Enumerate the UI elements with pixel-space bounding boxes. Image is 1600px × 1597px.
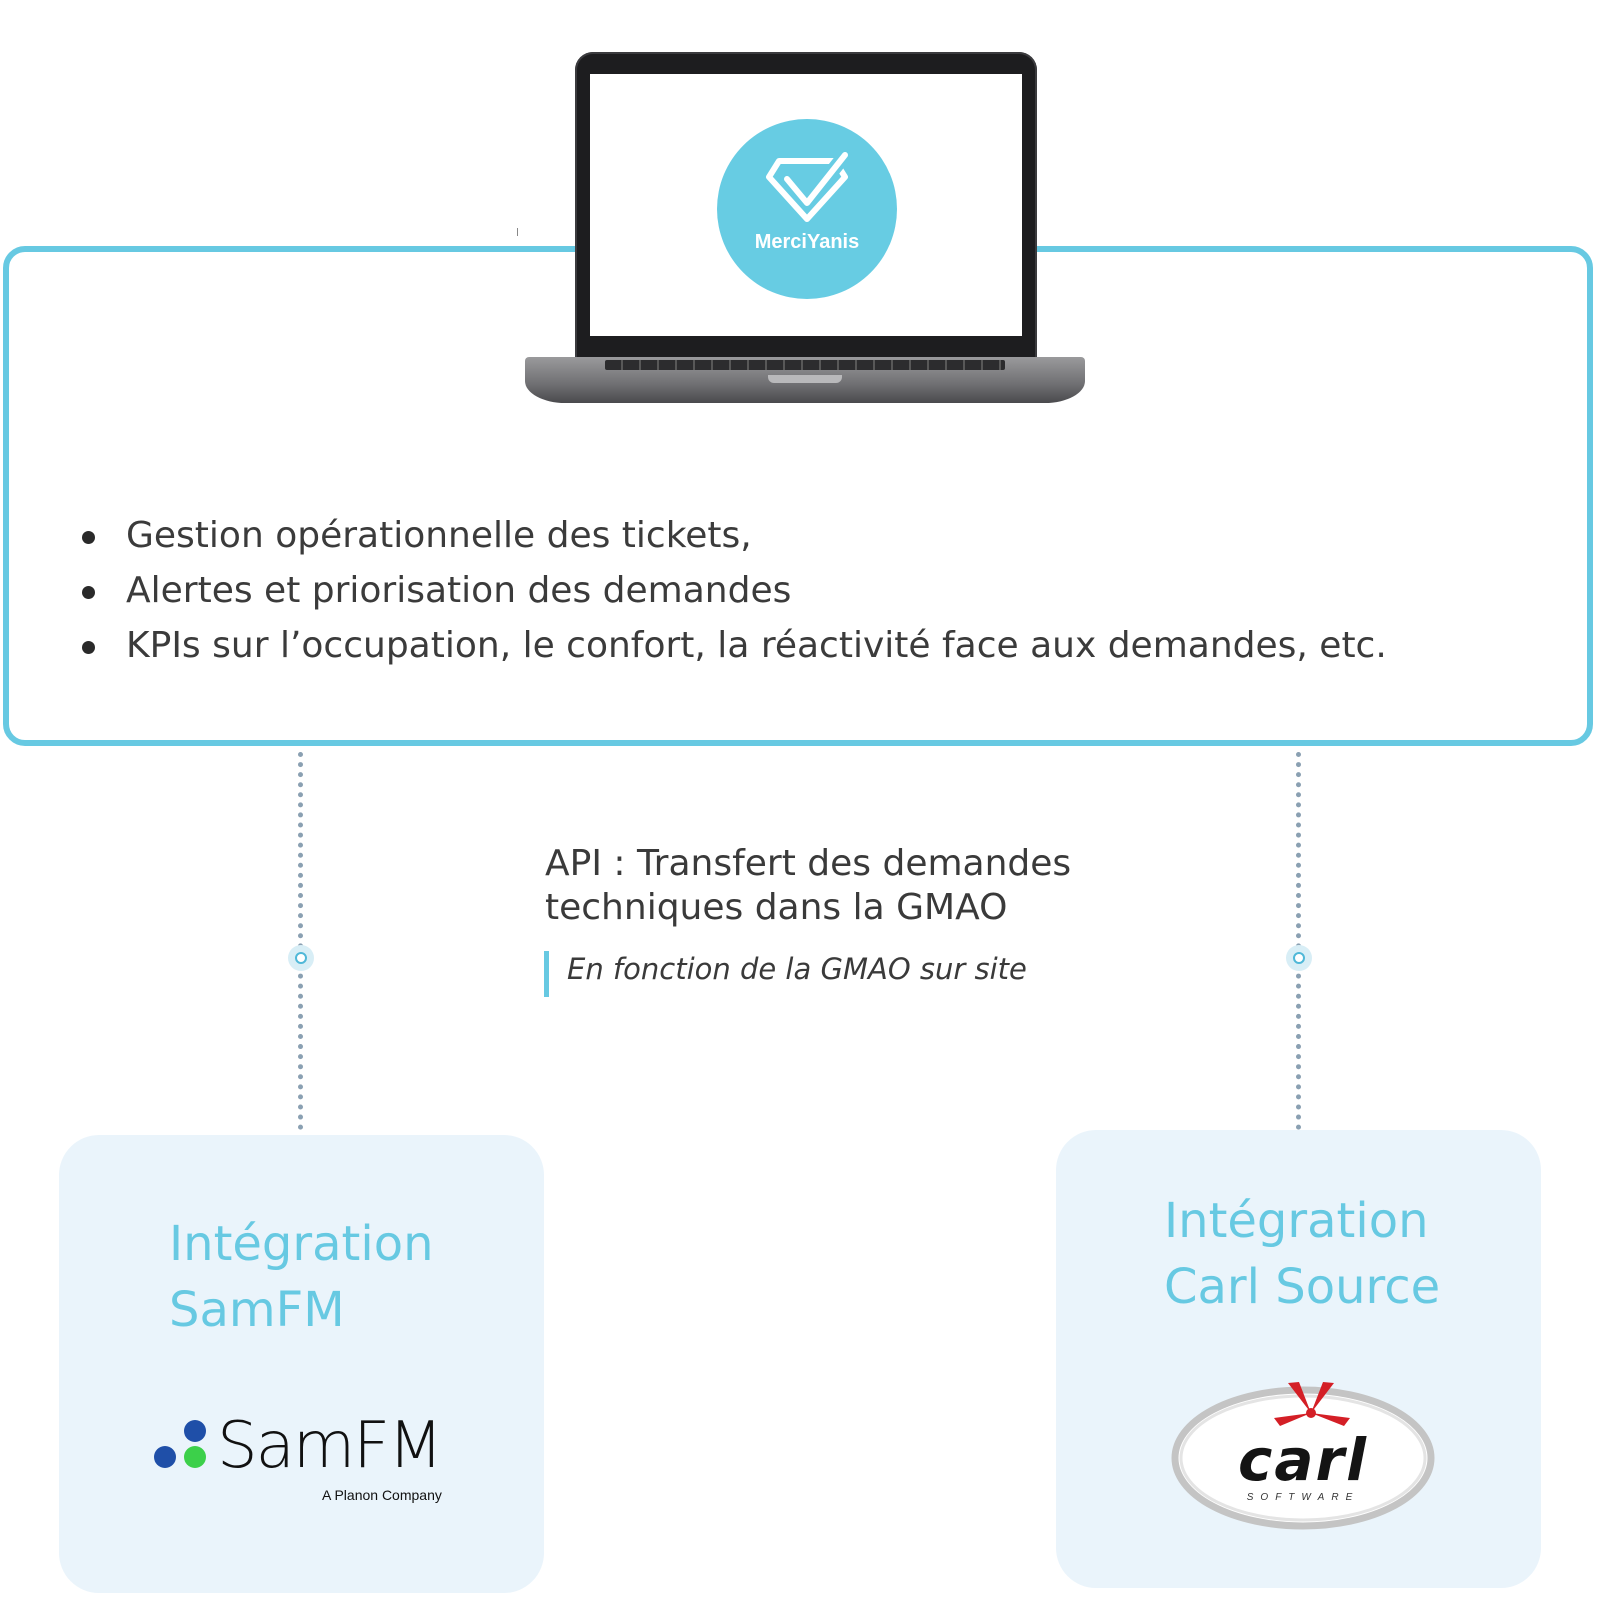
card-title-line: Carl Source xyxy=(1164,1259,1441,1315)
api-title-line: techniques dans la GMAO xyxy=(545,887,1008,928)
samfm-logo: SamFM A Planon Company xyxy=(151,1409,461,1515)
carl-logo: carl SOFTWARE xyxy=(1168,1378,1438,1538)
divider-mark xyxy=(517,228,518,236)
laptop-lid: MerciYanis xyxy=(575,52,1037,370)
feature-item: KPIs sur l’occupation, le confort, la ré… xyxy=(80,618,1560,673)
samfm-dots-icon xyxy=(154,1420,206,1468)
samfm-logo-subtext: A Planon Company xyxy=(322,1487,442,1503)
card-title-line: Intégration xyxy=(1164,1193,1429,1249)
feature-item: Alertes et priorisation des demandes xyxy=(80,563,1560,618)
merciyanis-logo: MerciYanis xyxy=(717,119,897,299)
diamond-check-icon xyxy=(766,148,852,222)
samfm-card-title: Intégration SamFM xyxy=(169,1211,434,1343)
carl-logo-subtext: SOFTWARE xyxy=(1246,1492,1360,1503)
laptop-screen: MerciYanis xyxy=(590,74,1022,336)
card-title-line: Intégration xyxy=(169,1216,434,1272)
api-note: En fonction de la GMAO sur site xyxy=(567,952,1027,986)
laptop-keyboard xyxy=(605,360,1005,370)
connector-node-right xyxy=(1286,945,1312,971)
feature-item: Gestion opérationnelle des tickets, xyxy=(80,508,1560,563)
connector-right xyxy=(1296,752,1301,1130)
carl-card-title: Intégration Carl Source xyxy=(1164,1188,1440,1320)
api-note-bar xyxy=(544,951,549,997)
carl-integration-card: Intégration Carl Source carl SOFTWARE xyxy=(1056,1130,1541,1588)
merciyanis-logo-text: MerciYanis xyxy=(754,231,860,253)
connector-left xyxy=(298,752,303,1130)
laptop-notch xyxy=(768,375,842,383)
card-title-line: SamFM xyxy=(169,1282,345,1338)
samfm-integration-card: Intégration SamFM SamFM A Planon Company xyxy=(59,1135,544,1593)
api-title: API : Transfert des demandes techniques … xyxy=(545,842,1145,930)
carl-star-icon xyxy=(1274,1382,1350,1426)
laptop-base xyxy=(525,357,1085,403)
carl-logo-text: carl xyxy=(1237,1426,1368,1494)
api-title-line: API : Transfert des demandes xyxy=(545,843,1072,884)
laptop-illustration: MerciYanis xyxy=(525,52,1085,412)
connector-node-left xyxy=(288,945,314,971)
feature-list: Gestion opérationnelle des tickets, Aler… xyxy=(80,508,1560,673)
samfm-logo-text: SamFM xyxy=(217,1409,443,1483)
